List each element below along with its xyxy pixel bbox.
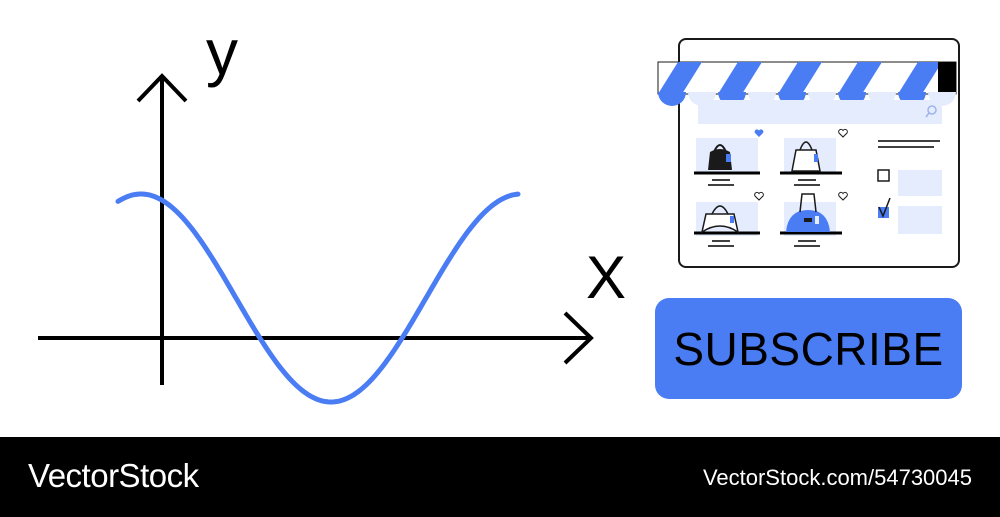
filter-option <box>898 170 942 196</box>
y-axis-arrowhead <box>136 73 188 103</box>
subscribe-button[interactable]: SUBSCRIBE <box>655 298 962 399</box>
online-shop-window <box>657 38 960 268</box>
search-icon[interactable] <box>925 105 937 118</box>
heart-icon[interactable] <box>838 191 848 201</box>
handbag-icon <box>791 149 821 172</box>
x-axis-arrowhead <box>563 311 594 365</box>
stock-id-text: VectorStock.com/54730045 <box>702 465 972 490</box>
product-card[interactable] <box>780 191 848 247</box>
awning-stripe <box>658 62 702 94</box>
watermark-footer: VectorStock VectorStock.com/54730045 <box>0 437 1000 517</box>
filter-option <box>898 206 942 234</box>
sine-graph <box>38 73 594 405</box>
check-mark-icon <box>878 197 891 218</box>
product-card[interactable] <box>694 191 764 247</box>
awning-stripe <box>778 62 822 94</box>
awning-stripe <box>718 62 762 94</box>
product-card[interactable] <box>694 129 764 186</box>
heart-icon[interactable] <box>838 128 848 138</box>
search-bar[interactable] <box>698 100 942 124</box>
handbag-icon <box>700 213 740 234</box>
heart-icon[interactable] <box>754 191 764 201</box>
x-axis-label: X <box>586 244 627 311</box>
checkbox-icon[interactable] <box>877 169 890 182</box>
awning-stripe <box>838 62 882 94</box>
shop-awning <box>657 61 957 106</box>
y-axis-label: y <box>206 16 238 88</box>
sine-curve <box>115 191 521 405</box>
brand-logo: VectorStock <box>28 457 199 494</box>
heart-icon[interactable] <box>754 129 764 137</box>
awning-stripe <box>898 62 942 94</box>
subscribe-button-label: SUBSCRIBE <box>673 322 944 375</box>
filter-panel <box>877 140 942 234</box>
checkbox-icon[interactable] <box>878 207 889 218</box>
awning-scallop <box>658 92 686 106</box>
product-card[interactable] <box>780 128 848 186</box>
